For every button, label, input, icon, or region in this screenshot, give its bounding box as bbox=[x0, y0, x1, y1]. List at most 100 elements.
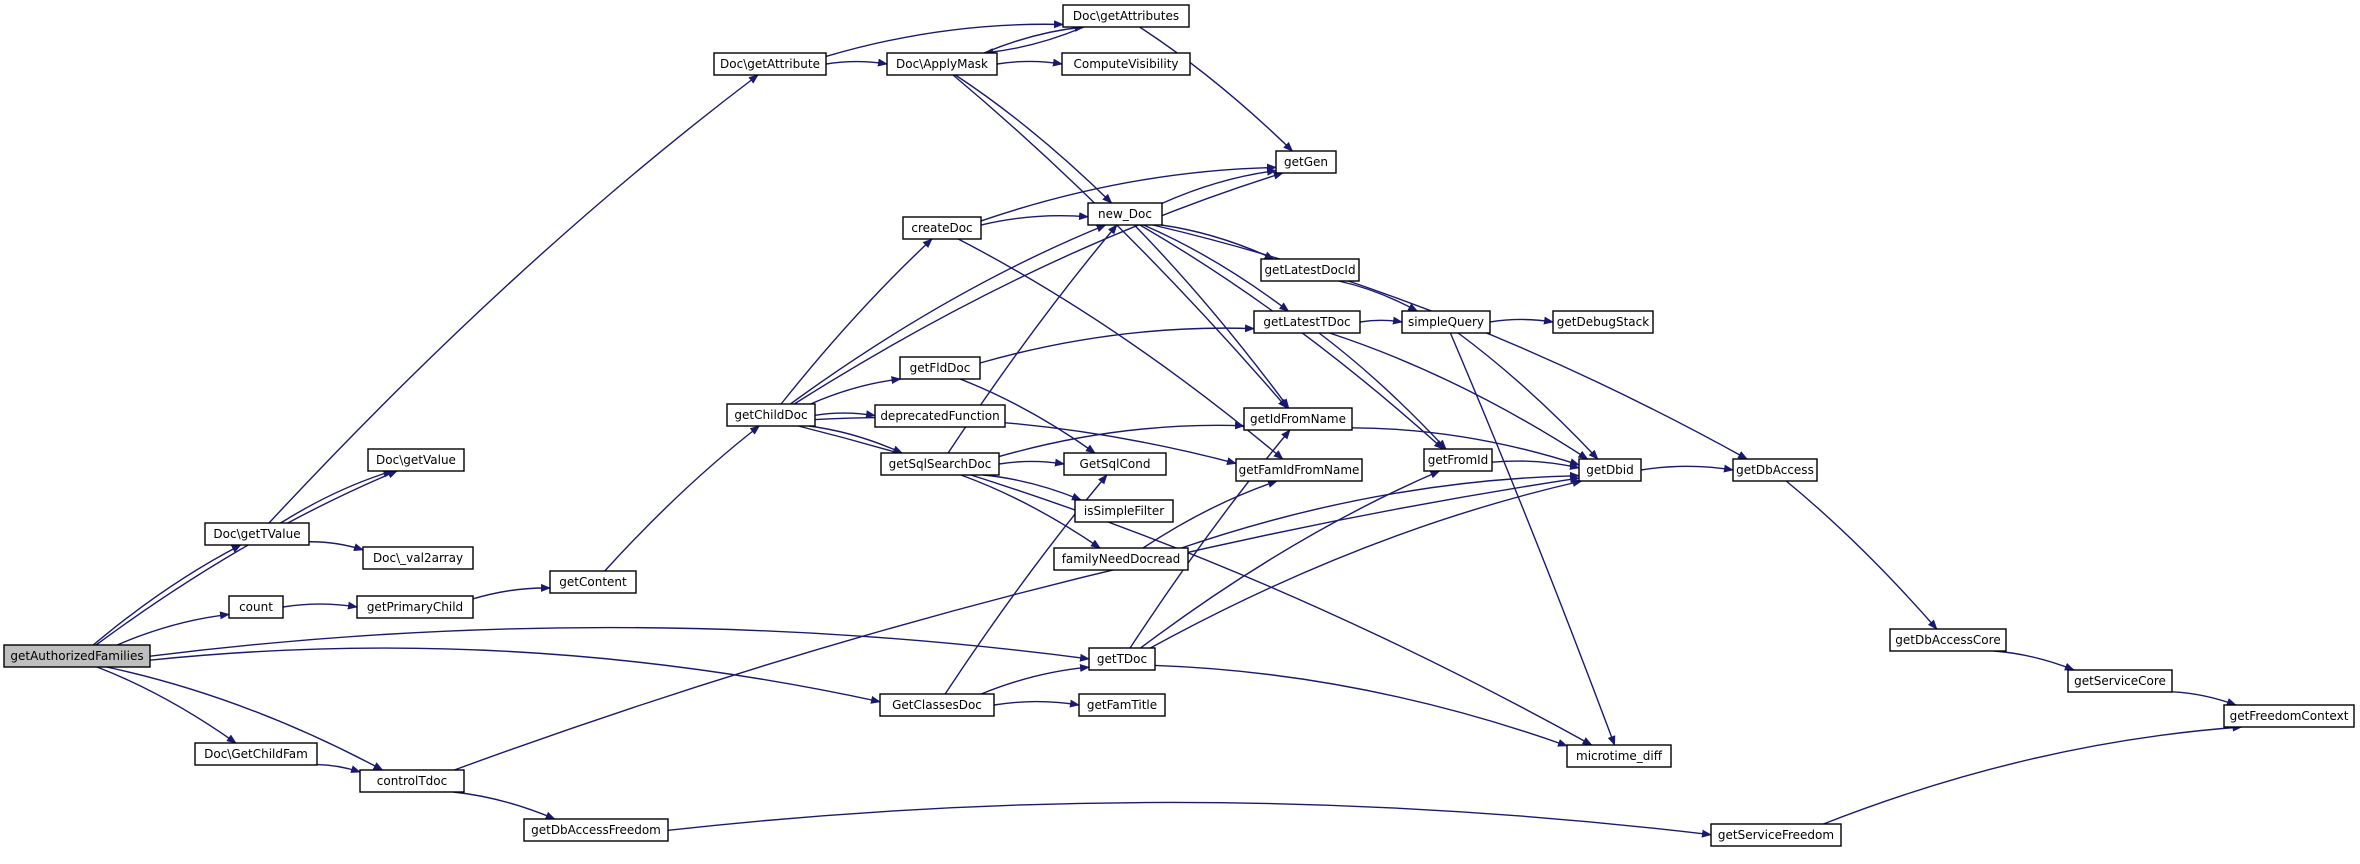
node-getdbaccess[interactable]: getDbAccess bbox=[1732, 458, 1818, 482]
edge-controltdoc-to-getdbaccessfreedom bbox=[453, 791, 556, 820]
node-simplequery[interactable]: simpleQuery bbox=[1401, 310, 1491, 334]
edge-new-doc-to-getgen bbox=[1161, 167, 1277, 205]
node-issimplefilter[interactable]: isSimpleFilter bbox=[1074, 499, 1174, 523]
node-getgen[interactable]: getGen bbox=[1275, 150, 1337, 174]
node-getlatestdocid[interactable]: getLatestDocId bbox=[1260, 258, 1360, 282]
node-label: getIdFromName bbox=[1250, 412, 1346, 426]
node-label: new_Doc bbox=[1098, 207, 1152, 221]
node-label: controlTdoc bbox=[377, 774, 447, 788]
node-getprimarychild[interactable]: getPrimaryChild bbox=[356, 595, 474, 619]
node-label: getPrimaryChild bbox=[367, 600, 463, 614]
node-box bbox=[1063, 452, 1167, 476]
node-doc-applymask[interactable]: Doc\ApplyMask bbox=[886, 52, 998, 76]
node-box bbox=[1732, 458, 1818, 482]
edge-doc-gettvalue-to-doc-val2array bbox=[308, 541, 364, 551]
node-doc-gettvalue[interactable]: Doc\getTValue bbox=[204, 522, 310, 546]
edge-getsqlsearchdoc-to-getidfromname bbox=[998, 421, 1245, 458]
edge-getauthorizedfamilies-to-doc-gettvalue bbox=[92, 544, 242, 646]
node-label: getDbid bbox=[1586, 463, 1634, 477]
node-box bbox=[204, 522, 310, 546]
node-getidfromname[interactable]: getIdFromName bbox=[1243, 407, 1353, 431]
edge-getdbaccesscore-to-getservicecore bbox=[1994, 650, 2075, 671]
node-getdbaccesscore[interactable]: getDbAccessCore bbox=[1889, 628, 2007, 652]
node-new-doc[interactable]: new_Doc bbox=[1087, 202, 1163, 226]
edge-getauthorizedfamilies-to-doc-getchildfam bbox=[96, 666, 237, 744]
node-box bbox=[879, 693, 995, 717]
node-box bbox=[2223, 704, 2355, 728]
edge-getchilddoc-to-getfamidfromname bbox=[814, 416, 1237, 466]
node-box bbox=[1401, 310, 1491, 334]
node-getchilddoc[interactable]: getChildDoc bbox=[726, 403, 816, 427]
edge-getlatesttdoc-to-getdbid bbox=[1329, 332, 1589, 460]
edge-familyneeddocread-to-getdbid bbox=[1181, 471, 1580, 549]
node-getauthorizedfamilies[interactable]: getAuthorizedFamilies bbox=[3, 644, 151, 668]
edge-new-doc-to-getdbaccess bbox=[1152, 224, 1748, 460]
node-deprecatedfunction[interactable]: deprecatedFunction bbox=[874, 404, 1006, 428]
edge-gettdoc-to-getdbid bbox=[1150, 479, 1583, 649]
node-doc-val2array[interactable]: Doc\_val2array bbox=[362, 546, 474, 570]
node-getdebugstack[interactable]: getDebugStack bbox=[1552, 310, 1654, 334]
node-box bbox=[1074, 499, 1174, 523]
nodes-layer: getAuthorizedFamiliesDoc\getValueDoc\get… bbox=[3, 4, 2355, 847]
node-microtime-diff[interactable]: microtime_diff bbox=[1566, 744, 1672, 768]
node-getsqlcond[interactable]: GetSqlCond bbox=[1063, 452, 1167, 476]
node-getlatesttdoc[interactable]: getLatestTDoc bbox=[1253, 310, 1361, 334]
node-label: getFromId bbox=[1428, 453, 1489, 467]
node-box bbox=[1275, 150, 1337, 174]
edge-getfromid-to-getdbid bbox=[1491, 460, 1580, 470]
node-box bbox=[1260, 258, 1360, 282]
edge-getdbaccessfreedom-to-getservicefreedom bbox=[667, 801, 1712, 838]
node-label: Doc\_val2array bbox=[373, 551, 463, 565]
node-getdbid[interactable]: getDbid bbox=[1578, 458, 1642, 482]
node-getfromid[interactable]: getFromId bbox=[1423, 448, 1493, 472]
edge-createdoc-to-new-doc bbox=[980, 212, 1089, 226]
node-getservicefreedom[interactable]: getServiceFreedom bbox=[1710, 823, 1842, 847]
node-box bbox=[2067, 669, 2173, 693]
node-getdbaccessfreedom[interactable]: getDbAccessFreedom bbox=[523, 818, 669, 842]
edge-simplequery-to-getdebugstack bbox=[1489, 316, 1554, 325]
node-label: isSimpleFilter bbox=[1084, 504, 1164, 518]
node-getservicecore[interactable]: getServiceCore bbox=[2067, 669, 2173, 693]
node-getflddoc[interactable]: getFldDoc bbox=[899, 356, 981, 380]
node-getfamtitle[interactable]: getFamTitle bbox=[1078, 693, 1166, 717]
node-familyneeddocread[interactable]: familyNeedDocread bbox=[1053, 547, 1189, 571]
node-label: microtime_diff bbox=[1576, 749, 1663, 763]
node-getcontent[interactable]: getContent bbox=[549, 570, 637, 594]
node-box bbox=[1061, 52, 1191, 76]
edge-getchilddoc-to-new-doc bbox=[789, 224, 1107, 405]
node-computevisibility[interactable]: ComputeVisibility bbox=[1061, 52, 1191, 76]
node-label: Doc\getValue bbox=[376, 453, 456, 467]
node-label: GetClassesDoc bbox=[892, 698, 982, 712]
edge-doc-gettvalue-to-doc-getattribute bbox=[268, 74, 759, 524]
node-label: Doc\getTValue bbox=[213, 527, 300, 541]
edge-gettdoc-to-getfromid bbox=[1140, 470, 1441, 649]
node-label: Doc\getAttributes bbox=[1073, 9, 1179, 23]
node-controltdoc[interactable]: controlTdoc bbox=[359, 769, 465, 793]
node-getfreedomcontext[interactable]: getFreedomContext bbox=[2223, 704, 2355, 728]
node-getsqlsearchdoc[interactable]: getSqlSearchDoc bbox=[880, 452, 1000, 476]
edge-getdbaccess-to-getdbaccesscore bbox=[1785, 480, 1938, 630]
node-box bbox=[367, 448, 465, 472]
node-label: simpleQuery bbox=[1408, 315, 1484, 329]
node-getclassesdoc[interactable]: GetClassesDoc bbox=[879, 693, 995, 717]
edge-getcontent-to-getchilddoc bbox=[604, 425, 761, 572]
edge-getlatestdocid-to-simplequery bbox=[1338, 280, 1419, 312]
node-box bbox=[3, 644, 151, 668]
node-count[interactable]: count bbox=[228, 595, 284, 619]
node-label: getServiceFreedom bbox=[1718, 828, 1834, 842]
node-label: getServiceCore bbox=[2074, 674, 2166, 688]
node-getfamidfromname[interactable]: getFamIdFromName bbox=[1235, 458, 1363, 482]
node-doc-getattributes[interactable]: Doc\getAttributes bbox=[1062, 4, 1190, 28]
edge-doc-applymask-to-new-doc bbox=[955, 74, 1113, 204]
edge-getsqlsearchdoc-to-getsqlcond bbox=[998, 458, 1065, 467]
node-box bbox=[359, 769, 465, 793]
node-doc-getvalue[interactable]: Doc\getValue bbox=[367, 448, 465, 472]
node-gettdoc[interactable]: getTDoc bbox=[1088, 647, 1156, 671]
node-box bbox=[899, 356, 981, 380]
node-doc-getattribute[interactable]: Doc\getAttribute bbox=[713, 52, 827, 76]
edge-doc-getattribute-to-doc-applymask bbox=[825, 58, 888, 67]
node-doc-getchildfam[interactable]: Doc\GetChildFam bbox=[194, 742, 318, 766]
node-createdoc[interactable]: createDoc bbox=[902, 216, 982, 240]
node-label: getSqlSearchDoc bbox=[889, 457, 992, 471]
